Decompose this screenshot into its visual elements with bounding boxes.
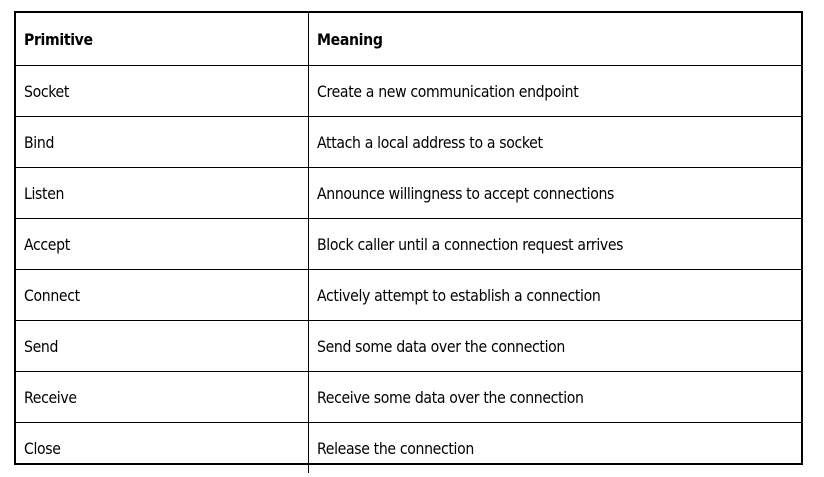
cell-primitive: Close	[16, 422, 309, 473]
cell-primitive-text: Bind	[24, 132, 55, 152]
table-header-row: Primitive Meaning	[16, 13, 801, 66]
cell-meaning: Release the connection	[307, 422, 801, 473]
cell-primitive: Accept	[16, 218, 309, 270]
table-row: Receive Receive some data over the conne…	[16, 371, 801, 423]
primitives-table: Primitive Meaning Socket Create a new co…	[16, 13, 801, 473]
cell-meaning-text: Actively attempt to establish a connecti…	[316, 285, 601, 305]
header-primitive: Primitive	[16, 13, 309, 66]
cell-meaning-text: Create a new communication endpoint	[316, 81, 579, 101]
cell-meaning: Attach a local address to a socket	[307, 116, 801, 168]
cell-meaning-text: Receive some data over the connection	[316, 387, 584, 407]
cell-primitive: Bind	[16, 116, 309, 168]
table-row: Socket Create a new communication endpoi…	[16, 65, 801, 117]
cell-primitive: Listen	[16, 167, 309, 219]
cell-meaning: Send some data over the connection	[307, 320, 801, 372]
header-meaning: Meaning	[307, 13, 801, 66]
header-meaning-label: Meaning	[316, 29, 383, 49]
cell-meaning-text: Release the connection	[316, 438, 474, 458]
cell-meaning: Actively attempt to establish a connecti…	[307, 269, 801, 321]
cell-primitive-text: Accept	[24, 234, 70, 254]
table-row: Send Send some data over the connection	[16, 320, 801, 372]
table-row: Accept Block caller until a connection r…	[16, 218, 801, 270]
cell-primitive-text: Send	[24, 336, 59, 356]
table-row: Close Release the connection	[16, 422, 801, 473]
cell-primitive-text: Close	[24, 438, 61, 458]
cell-meaning: Announce willingness to accept connectio…	[307, 167, 801, 219]
cell-primitive: Connect	[16, 269, 309, 321]
cell-meaning-text: Announce willingness to accept connectio…	[316, 183, 614, 203]
primitives-table-frame: Primitive Meaning Socket Create a new co…	[14, 11, 803, 473]
cell-meaning-text: Attach a local address to a socket	[316, 132, 543, 152]
cell-primitive-text: Listen	[24, 183, 65, 203]
cell-meaning: Receive some data over the connection	[307, 371, 801, 423]
cell-meaning-text: Send some data over the connection	[316, 336, 565, 356]
cell-meaning-text: Block caller until a connection request …	[316, 234, 624, 254]
cell-primitive-text: Connect	[24, 285, 80, 305]
header-primitive-label: Primitive	[24, 29, 93, 49]
cell-meaning: Block caller until a connection request …	[307, 218, 801, 270]
cell-meaning: Create a new communication endpoint	[307, 65, 801, 117]
table-row: Listen Announce willingness to accept co…	[16, 167, 801, 219]
cell-primitive: Receive	[16, 371, 309, 423]
cell-primitive: Send	[16, 320, 309, 372]
cell-primitive-text: Socket	[24, 81, 70, 101]
cell-primitive: Socket	[16, 65, 309, 117]
cell-primitive-text: Receive	[24, 387, 77, 407]
table-row: Bind Attach a local address to a socket	[16, 116, 801, 168]
table-row: Connect Actively attempt to establish a …	[16, 269, 801, 321]
